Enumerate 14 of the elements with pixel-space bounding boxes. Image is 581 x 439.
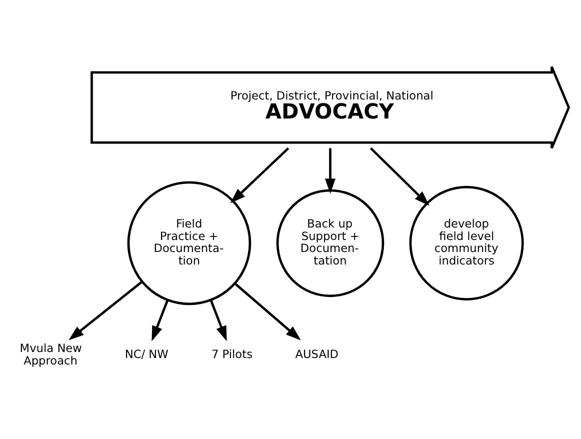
node-text: NC/ NW bbox=[124, 347, 168, 362]
node-text: Mvula New Approach bbox=[20, 340, 82, 368]
node-text: AUSAID bbox=[295, 347, 339, 362]
node-circle: Field Practice + Documenta- tion bbox=[127, 181, 252, 306]
arrow bbox=[68, 280, 143, 340]
arrow bbox=[234, 282, 301, 340]
arrow bbox=[370, 147, 430, 206]
node-circle: Back up Support + Documen- tation bbox=[276, 189, 384, 298]
node-circle: develop field level community indicators bbox=[409, 186, 524, 300]
arrow bbox=[152, 300, 169, 342]
arrow bbox=[230, 147, 290, 204]
arrow bbox=[324, 148, 336, 194]
node-text: 7 Pilots bbox=[211, 347, 252, 362]
arrow bbox=[210, 300, 227, 342]
